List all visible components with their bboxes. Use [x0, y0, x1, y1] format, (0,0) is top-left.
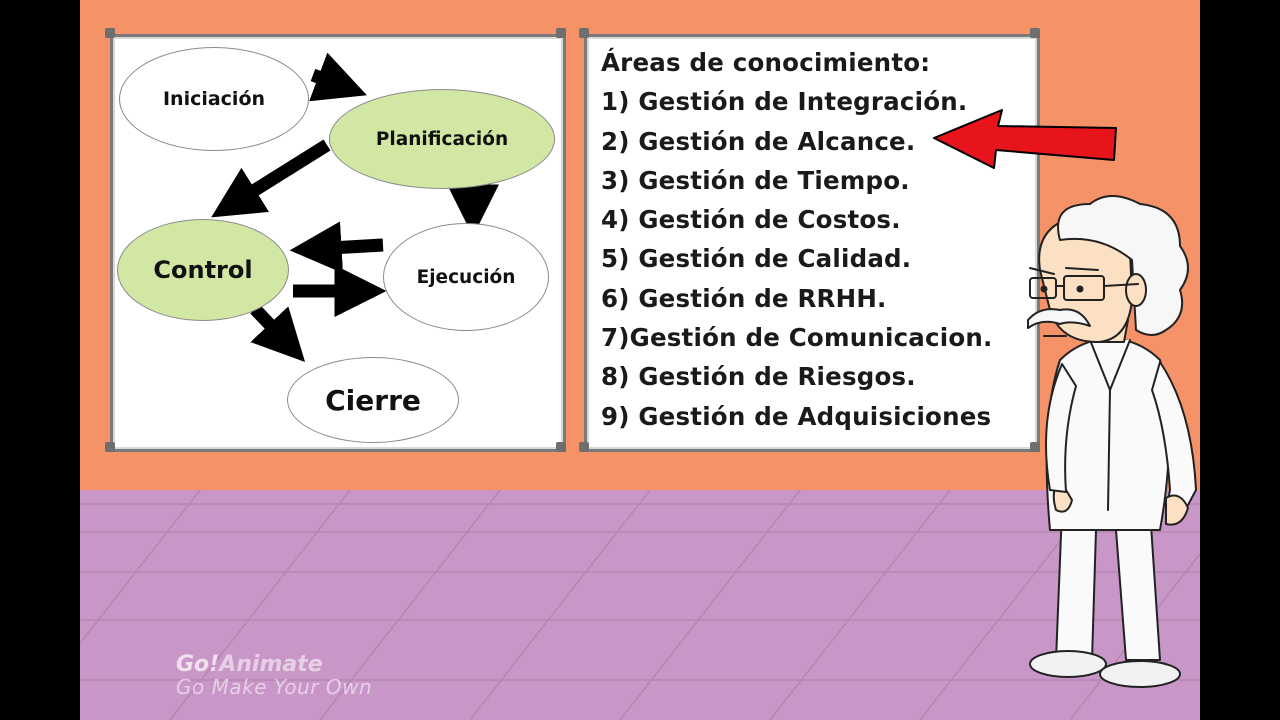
board-corner: [105, 28, 115, 38]
logo-go-text: Go!: [176, 652, 220, 677]
red-pointer-arrow: [933, 109, 1117, 169]
board-corner: [579, 442, 589, 452]
floor: [80, 490, 1200, 720]
node-ejecucion: Ejecución: [383, 223, 549, 331]
node-control-label: Control: [153, 256, 253, 284]
diagram-whiteboard: Iniciación Planificación Control Ejecuci…: [110, 34, 566, 452]
board-corner: [556, 28, 566, 38]
node-ejecucion-label: Ejecución: [416, 266, 516, 288]
animation-stage: Iniciación Planificación Control Ejecuci…: [80, 0, 1200, 720]
node-planificacion: Planificación: [329, 89, 555, 189]
professor-character: [1027, 195, 1197, 688]
goanimate-logo: Go!Animate: [176, 652, 372, 677]
arrow-ejecucion-control: [289, 221, 384, 274]
list-title: Áreas de conocimiento:: [601, 48, 931, 77]
board-corner: [556, 442, 566, 452]
board-corner: [579, 28, 589, 38]
node-iniciacion-label: Iniciación: [162, 88, 266, 110]
node-planificacion-label: Planificación: [375, 128, 509, 150]
list-item: 5) Gestión de Calidad.: [601, 244, 912, 274]
list-item: 9) Gestión de Adquisiciones: [601, 401, 992, 431]
goanimate-watermark: Go!Animate Go Make Your Own: [176, 652, 372, 699]
list-item: 6) Gestión de RRHH.: [601, 283, 887, 313]
list-item: 1) Gestión de Integración.: [601, 87, 968, 117]
node-cierre: Cierre: [287, 357, 459, 443]
node-iniciacion: Iniciación: [119, 47, 309, 151]
diagram-arrows: [211, 52, 499, 363]
arrow-iniciacion-planificacion: [309, 52, 367, 102]
node-cierre-label: Cierre: [325, 383, 421, 417]
list-item: 8) Gestión de Riesgos.: [601, 362, 916, 392]
list-item: 2) Gestión de Alcance.: [601, 126, 916, 156]
knowledge-areas-list: Áreas de conocimiento: 1) Gestión de Int…: [601, 43, 993, 436]
list-item: 7)Gestión de Comunicacion.: [601, 323, 993, 353]
board-corner: [1030, 28, 1040, 38]
arrow-control-cierre: [250, 304, 306, 363]
arrow-planificacion-control: [211, 139, 331, 218]
list-item: 4) Gestión de Costos.: [601, 205, 901, 235]
watermark-tagline: Go Make Your Own: [176, 675, 373, 699]
board-corner: [105, 442, 115, 452]
node-control: Control: [117, 219, 289, 321]
list-item: 3) Gestión de Tiempo.: [601, 165, 910, 195]
board-corner: [1030, 442, 1040, 452]
list-whiteboard: Áreas de conocimiento: 1) Gestión de Int…: [584, 34, 1040, 452]
logo-animate-text: Animate: [219, 652, 323, 677]
